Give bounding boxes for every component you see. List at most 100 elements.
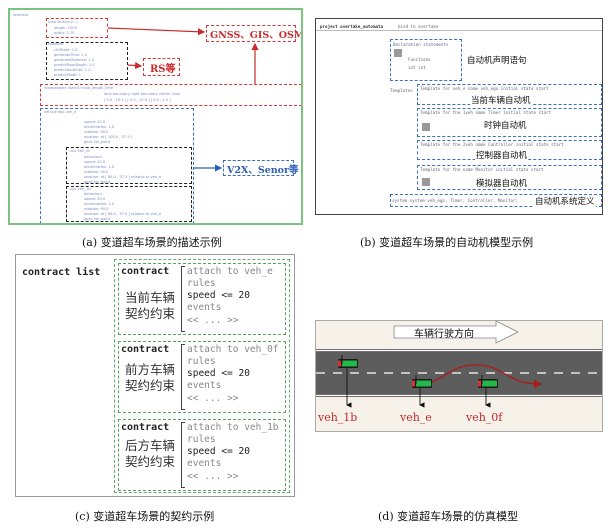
gnss-annotation-box xyxy=(206,25,296,42)
contract-list-outer-box xyxy=(114,259,290,493)
contract-keyword: contract xyxy=(121,422,170,433)
car-veh-1b xyxy=(338,359,358,368)
template-code: Template for the 1veh name Timer initial… xyxy=(420,110,552,115)
contract-attach: attach to veh_e xyxy=(187,266,273,277)
code-line: generateDistance: 1.0 xyxy=(54,58,95,62)
code-line: map lane(id:2...) xyxy=(48,20,78,24)
project-header: project overtake_automata xyxy=(320,24,384,29)
code-line: goal: ter_point xyxy=(84,217,111,221)
contract-box-veh-e: contract 当前车辆 契约约束 attach to veh_e rules… xyxy=(118,263,286,335)
contract-desc: 契约约束 xyxy=(125,378,176,393)
system-code: system system veh_ego, Timer, Controller… xyxy=(392,198,519,203)
template-icon xyxy=(422,178,430,186)
template-icon xyxy=(422,123,430,131)
code-line: rotation: 90.0 xyxy=(84,130,109,134)
contract-speed: speed <= 20 xyxy=(187,368,250,379)
code-line: npc veh_1b xyxy=(70,187,91,191)
template-label: 时钟自动机 xyxy=(483,119,528,131)
caption-d: (d) 变道超车场景的仿真模型 xyxy=(378,510,519,523)
roadside-box xyxy=(46,42,128,80)
code-line: roadside xyxy=(48,42,64,46)
code-line: acceleration: 1.0 xyxy=(84,125,115,129)
bracket xyxy=(181,422,185,488)
code-line: [ 0.0 , 10.5 ] [ 0.0 , 10.5 ] [ 0.0 , 1.… xyxy=(104,98,171,102)
system-box xyxy=(390,194,602,207)
contract-box-veh-0f: contract 前方车辆 契约约束 attach to veh_0f rule… xyxy=(118,341,286,413)
bracket xyxy=(181,344,185,410)
template-label: 当前车辆自动机 xyxy=(470,94,532,106)
direction-label: 车辆行驶方向 xyxy=(414,329,474,340)
v2x-annotation-box xyxy=(223,160,294,176)
declaration-label: 自动机声明语句 xyxy=(466,54,528,66)
caption-c: (c) 变道超车场景的契约示例 xyxy=(75,510,215,523)
car-veh-e xyxy=(412,379,432,388)
contract-more: << ... >> xyxy=(187,471,239,482)
template-code: Template for veh_e name veh_ego initial … xyxy=(420,86,549,91)
template-box xyxy=(417,165,602,190)
contract-rules: rules xyxy=(187,434,216,445)
contract-desc: 当前车辆 xyxy=(125,290,176,305)
code-line: acceleration: 1.0 xyxy=(84,165,115,169)
code-line: rotation: 90.0 xyxy=(84,170,109,174)
bind-header: bind to overtake xyxy=(398,24,439,29)
contract-events: events xyxy=(187,458,222,469)
label-veh-e: veh_e xyxy=(400,411,432,424)
divider xyxy=(316,30,602,31)
template-code: Template for the name Monitor initial st… xyxy=(420,167,544,172)
code-line: location: at [ 68.0 , 37.5 ] relative to… xyxy=(84,212,162,216)
template-code: Template for the 2veh name Controller in… xyxy=(420,142,564,147)
templates-label: Templates xyxy=(390,88,413,93)
contract-desc: 契约约束 xyxy=(125,306,176,321)
code-line: roadnetwork road ID road_length_time xyxy=(44,86,114,90)
contract-box-veh-1b: contract 后方车辆 契约约束 attach to veh_1b rule… xyxy=(118,419,286,491)
panel-d-simulation-model: 车辆行驶方向 veh_1b veh_e veh_0f xyxy=(315,320,603,432)
contract-events: events xyxy=(187,302,222,313)
panel-a-scenario-description: scenario map lane(id:2...) length: 1000 … xyxy=(8,8,303,225)
code-line: predictRoadDepth: 1.0 xyxy=(54,63,95,67)
declaration-box xyxy=(390,39,462,81)
contract-events: events xyxy=(187,380,222,391)
car-veh-0f xyxy=(478,379,498,388)
roadnetwork-box xyxy=(40,84,301,106)
gnss-label: GNSS、GIS、OSM等 xyxy=(210,30,301,41)
rs-annotation-box xyxy=(143,58,180,76)
code-line: speed: 20.0 xyxy=(84,160,106,164)
code-line: location: at [ 105.0 , 37.5 ] xyxy=(84,135,133,139)
v2x-label: V2X、Senor等 xyxy=(227,165,299,176)
code-line: npc veh_0f xyxy=(70,149,90,153)
system-label: 自动机系统定义 xyxy=(534,195,596,207)
contract-desc: 契约约束 xyxy=(125,454,176,469)
template-label: 控制器自动机 xyxy=(475,149,529,161)
npc-veh-0f-box xyxy=(66,147,192,184)
code-line: predictMode: 1 xyxy=(54,73,81,77)
contract-keyword: contract xyxy=(121,266,170,277)
declaration-code: Functions xyxy=(408,57,431,62)
caption-a: (a) 变道超车场景的描述示例 xyxy=(82,236,222,249)
code-line: speed: 20.0 xyxy=(84,120,106,124)
map-box xyxy=(46,18,108,38)
code-line: ctrlState: 2.0 xyxy=(54,48,78,52)
code-line: speed: 20.0 xyxy=(84,197,106,201)
npc-veh-1b-box xyxy=(66,186,192,222)
code-line: scenario xyxy=(13,13,29,17)
code-line: predictNodeOpt: 1.0 xyxy=(54,68,91,72)
code-line: goal: ter_point xyxy=(84,180,111,184)
contract-speed: speed <= 20 xyxy=(187,446,250,457)
contract-rules: rules xyxy=(187,356,216,367)
declaration-code: int int xyxy=(408,65,426,70)
annotation-arrows xyxy=(107,27,259,172)
contract-more: << ... >> xyxy=(187,393,239,404)
code-line: goal: ter_point xyxy=(84,140,111,144)
panel-c-contract-list: contract list contract 当前车辆 契约约束 attach … xyxy=(15,254,295,497)
contract-attach: attach to veh_0f xyxy=(187,344,279,355)
code-line: behaviour xyxy=(84,192,103,196)
code-line: vehicle ego veh_e xyxy=(44,110,77,114)
contract-desc: 前方车辆 xyxy=(125,362,176,377)
vehicles-box xyxy=(40,108,194,223)
code-line: length: 1000 xyxy=(54,26,77,30)
caption-b: (b) 变道超车场景的自动机模型示例 xyxy=(360,236,534,249)
label-veh-1b: veh_1b xyxy=(318,411,358,424)
label-veh-0f: veh_0f xyxy=(466,411,503,424)
bracket xyxy=(181,266,185,332)
contract-rules: rules xyxy=(187,278,216,289)
